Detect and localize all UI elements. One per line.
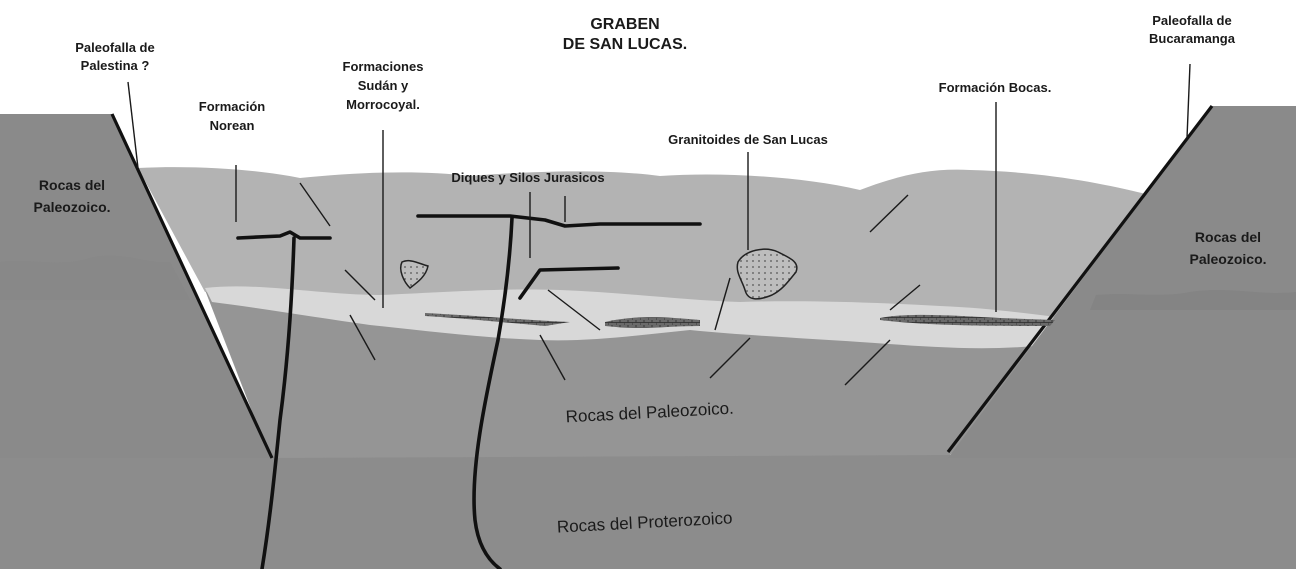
svg-text:Rocas del: Rocas del (1195, 229, 1261, 245)
bucaramanga-fault-line (946, 105, 1214, 453)
granitoid-body-large (736, 248, 798, 300)
title-line2: DE SAN LUCAS. (563, 36, 687, 53)
svg-text:Bucaramanga: Bucaramanga (1149, 31, 1236, 46)
label-palestina: Paleofalla de Palestina ? (75, 40, 154, 73)
dikes-and-sills (236, 214, 702, 569)
label-sudan-morrocoyal: Formaciones Sudán y Morrocoyal. (343, 59, 424, 112)
label-paleozoico-right: Rocas del Paleozoico. (1189, 229, 1266, 267)
label-paleozoico-left: Rocas del Paleozoico. (33, 177, 110, 215)
svg-text:Formaciones: Formaciones (343, 59, 424, 74)
svg-text:Paleofalla de: Paleofalla de (75, 40, 154, 55)
label-norean: Formación Norean (199, 99, 266, 133)
granitoid-body-small (399, 259, 429, 289)
palestina-fault-line (110, 113, 274, 459)
bedding-ticks (299, 182, 921, 386)
right-paleozoic-block (948, 106, 1296, 458)
svg-text:Palestina ?: Palestina ? (81, 58, 150, 73)
svg-text:Formación: Formación (199, 99, 266, 114)
svg-text:Paleozoico.: Paleozoico. (1189, 251, 1266, 267)
svg-text:Granitoides de San Lucas: Granitoides de San Lucas (668, 132, 828, 147)
svg-text:Norean: Norean (210, 118, 255, 133)
svg-text:Paleozoico.: Paleozoico. (33, 199, 110, 215)
label-bucaramanga: Paleofalla de Bucaramanga (1149, 13, 1236, 46)
label-leaders (127, 63, 1191, 312)
svg-text:Diques y Silos Jurasicos: Diques y Silos Jurasicos (451, 170, 604, 185)
svg-text:Rocas del: Rocas del (39, 177, 105, 193)
title-graben: GRABEN DE SAN LUCAS. (563, 16, 687, 53)
proterozoic-basement (0, 455, 1296, 569)
svg-text:Paleofalla de: Paleofalla de (1152, 13, 1231, 28)
svg-text:Morrocoyal.: Morrocoyal. (346, 97, 420, 112)
title-line1: GRABEN (590, 16, 659, 33)
left-paleozoic-block (0, 114, 272, 458)
label-diques: Diques y Silos Jurasicos (451, 170, 604, 185)
label-granitoides: Granitoides de San Lucas (668, 132, 828, 147)
formacion-bocas-layer (425, 313, 1055, 328)
label-bocas: Formación Bocas. (939, 80, 1052, 95)
svg-text:Formación Bocas.: Formación Bocas. (939, 80, 1052, 95)
light-sediment-band (205, 286, 1065, 349)
svg-text:Sudán y: Sudán y (358, 78, 409, 93)
